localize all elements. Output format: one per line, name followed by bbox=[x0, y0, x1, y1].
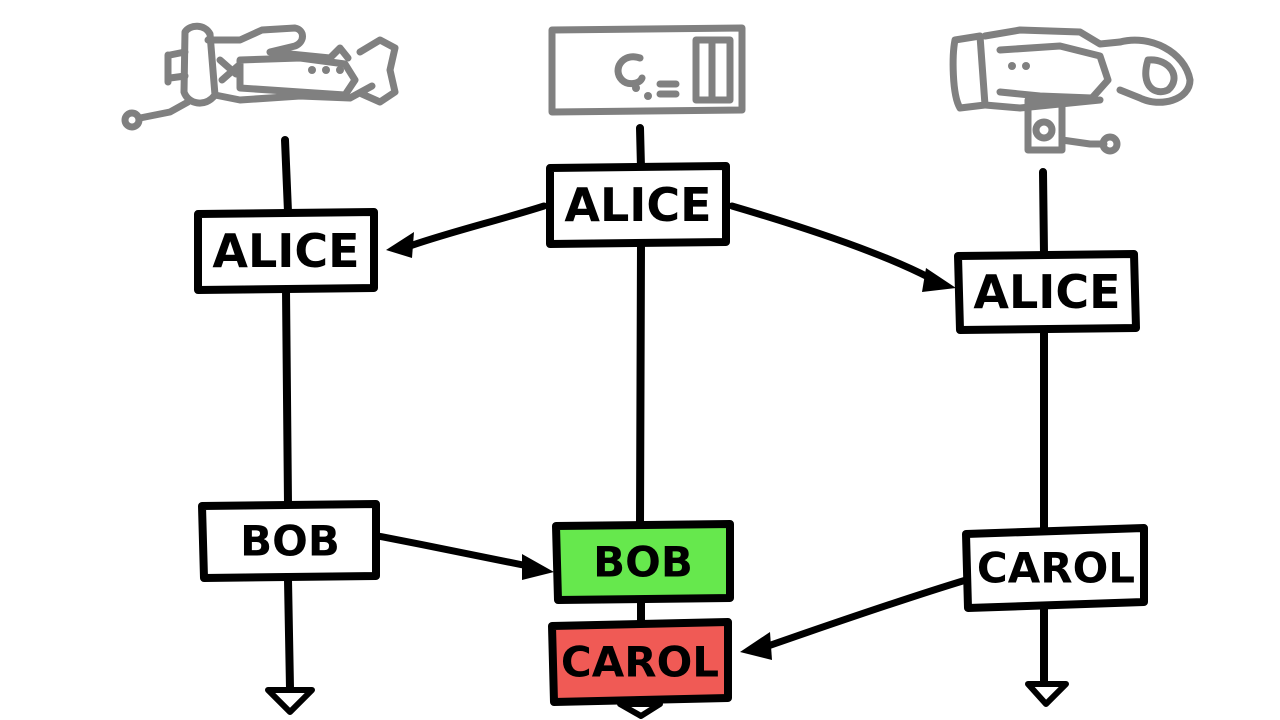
message-box-left-bob: BOB bbox=[198, 500, 380, 582]
box-fill bbox=[198, 500, 380, 582]
message-box-right-alice: ALICE bbox=[954, 250, 1140, 334]
box-fill bbox=[954, 250, 1140, 334]
server-icon bbox=[548, 24, 746, 116]
box-fill bbox=[962, 524, 1148, 612]
message-label: ALICE bbox=[564, 178, 711, 232]
left-timeline bbox=[282, 286, 292, 508]
message-label: BOB bbox=[240, 517, 340, 566]
message-box-center-carol: CAROL bbox=[548, 618, 732, 706]
flow-arrow-center-to-right bbox=[728, 202, 956, 292]
message-box-left-alice: ALICE bbox=[194, 208, 378, 294]
right-timeline-end-icon bbox=[1025, 681, 1069, 707]
box-fill bbox=[546, 162, 730, 248]
center-timeline-end-icon bbox=[617, 701, 663, 719]
right-timeline bbox=[1039, 168, 1048, 258]
left-timeline-end-icon bbox=[265, 687, 315, 715]
message-box-center-bob: BOB bbox=[552, 520, 734, 604]
message-label: CAROL bbox=[977, 544, 1135, 593]
satellite-icon bbox=[121, 22, 399, 131]
flow-arrow-left-to-center bbox=[374, 532, 554, 580]
box-fill bbox=[552, 520, 734, 604]
left-timeline bbox=[281, 136, 292, 216]
message-label: BOB bbox=[593, 538, 693, 587]
left-timeline bbox=[284, 576, 294, 692]
box-fill bbox=[194, 208, 378, 294]
center-timeline bbox=[636, 240, 645, 528]
box-fill bbox=[548, 618, 732, 706]
satellite-icon bbox=[949, 26, 1194, 155]
flow-arrow-right-to-center bbox=[740, 576, 970, 660]
message-box-center-alice: ALICE bbox=[546, 162, 730, 248]
flow-arrow-center-to-left bbox=[386, 202, 548, 258]
message-label: ALICE bbox=[212, 224, 359, 278]
message-label: ALICE bbox=[973, 265, 1120, 319]
message-label: CAROL bbox=[561, 638, 719, 687]
center-timeline bbox=[636, 124, 645, 172]
message-box-right-carol: CAROL bbox=[962, 524, 1148, 612]
